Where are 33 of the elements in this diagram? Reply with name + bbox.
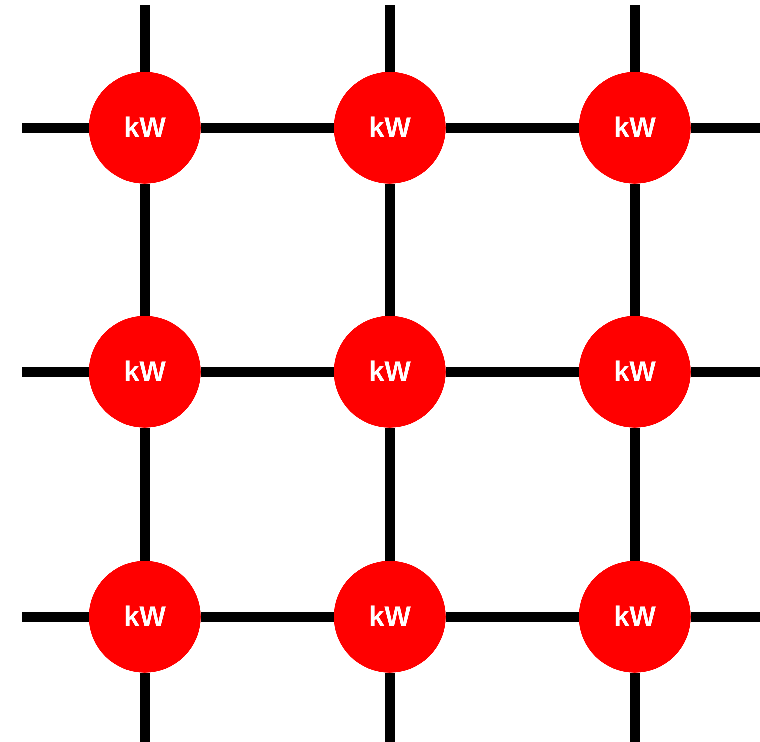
- connector-line: [691, 123, 760, 133]
- connector-line: [22, 367, 89, 377]
- connector-line: [201, 123, 334, 133]
- connector-line: [385, 673, 395, 742]
- node-label: kW: [614, 358, 656, 386]
- connector-line: [630, 673, 640, 742]
- node-label: kW: [124, 358, 166, 386]
- node-label: kW: [369, 114, 411, 142]
- node-label: kW: [124, 114, 166, 142]
- connector-line: [22, 123, 89, 133]
- connector-line: [446, 367, 579, 377]
- connector-line: [630, 184, 640, 316]
- node-label: kW: [369, 603, 411, 631]
- connector-line: [201, 367, 334, 377]
- connector-line: [385, 184, 395, 316]
- connector-line: [691, 367, 760, 377]
- connector-line: [630, 5, 640, 72]
- connector-line: [140, 673, 150, 742]
- connector-line: [140, 428, 150, 561]
- connector-line: [201, 612, 334, 622]
- node-label: kW: [614, 603, 656, 631]
- connector-line: [385, 428, 395, 561]
- node-label: kW: [369, 358, 411, 386]
- connector-line: [630, 428, 640, 561]
- connector-line: [140, 5, 150, 72]
- connector-line: [691, 612, 760, 622]
- connector-line: [446, 612, 579, 622]
- connector-line: [140, 184, 150, 316]
- connector-line: [446, 123, 579, 133]
- connector-line: [385, 5, 395, 72]
- connector-line: [22, 612, 89, 622]
- node-label: kW: [124, 603, 166, 631]
- node-label: kW: [614, 114, 656, 142]
